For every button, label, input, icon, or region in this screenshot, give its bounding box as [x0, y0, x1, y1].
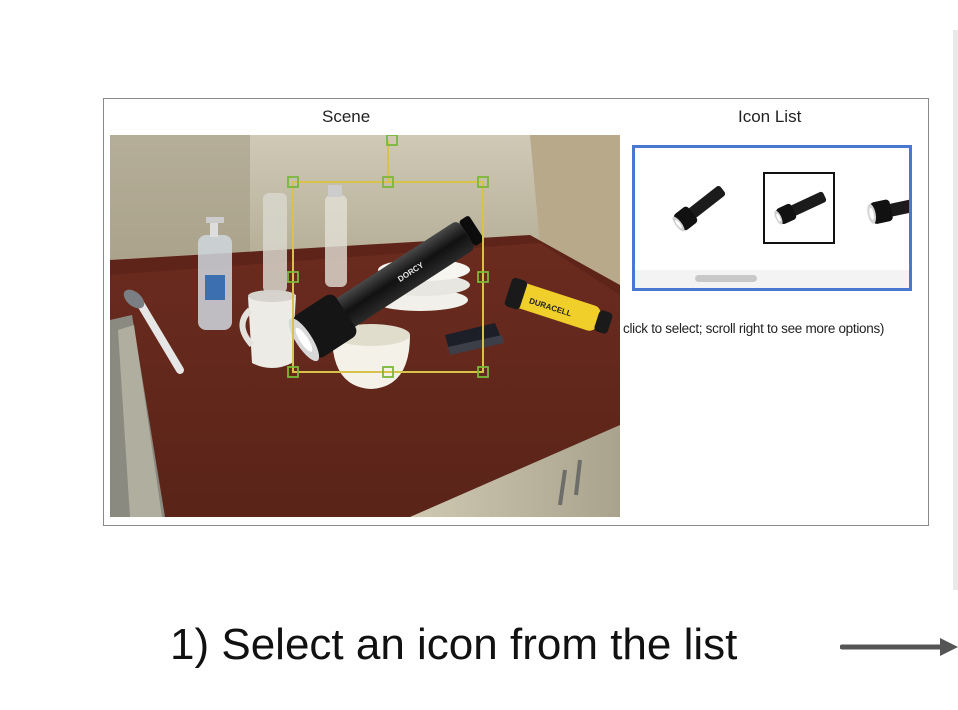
cabinet-handles [558, 459, 582, 506]
bounding-box[interactable] [292, 141, 484, 373]
flashlight-option-3[interactable] [863, 172, 909, 244]
instruction-hint: click to select; scroll right to see mor… [623, 321, 885, 336]
adjacent-panel-edge [953, 30, 958, 590]
flashlight-icon [867, 196, 909, 224]
handle-top-right[interactable] [477, 176, 489, 188]
handle-top-left[interactable] [287, 176, 299, 188]
white-mug [239, 290, 296, 368]
handle-top[interactable] [382, 176, 394, 188]
handle-left[interactable] [287, 271, 299, 283]
rotate-handle[interactable] [386, 135, 398, 146]
wall-corner [530, 135, 620, 295]
duracell-flashlight: DURACELL [504, 277, 613, 334]
annotation-panel: Scene Icon List [103, 98, 929, 526]
stapler [445, 323, 504, 355]
horizontal-scrollbar[interactable] [635, 270, 909, 288]
scene-image[interactable]: DURACELL DORCY [110, 135, 620, 517]
step-caption: 1) Select an icon from the list [170, 620, 738, 669]
handle-bottom-left[interactable] [287, 366, 299, 378]
right-arrow-icon [840, 638, 958, 656]
icon-strip [635, 148, 909, 268]
scene-title: Scene [322, 107, 371, 126]
inserted-flashlight[interactable]: DORCY [284, 207, 491, 365]
sink-rim [118, 325, 162, 517]
icon-list[interactable] [632, 145, 912, 291]
flashlight-icon [774, 191, 827, 225]
flashlight-option-1[interactable] [663, 172, 735, 244]
bbox-handles[interactable] [287, 135, 489, 378]
flashlight-icon [672, 186, 726, 232]
cabinet [410, 425, 620, 517]
handle-right[interactable] [477, 271, 489, 283]
flashlight-option-2[interactable] [763, 172, 835, 244]
icon-list-title: Icon List [738, 107, 802, 126]
spray-bottles [263, 185, 347, 293]
handle-bottom[interactable] [382, 366, 394, 378]
dish-brush [123, 289, 184, 374]
scrollbar-thumb[interactable] [695, 275, 757, 282]
handle-bottom-right[interactable] [477, 366, 489, 378]
soap-bottle [198, 217, 232, 330]
